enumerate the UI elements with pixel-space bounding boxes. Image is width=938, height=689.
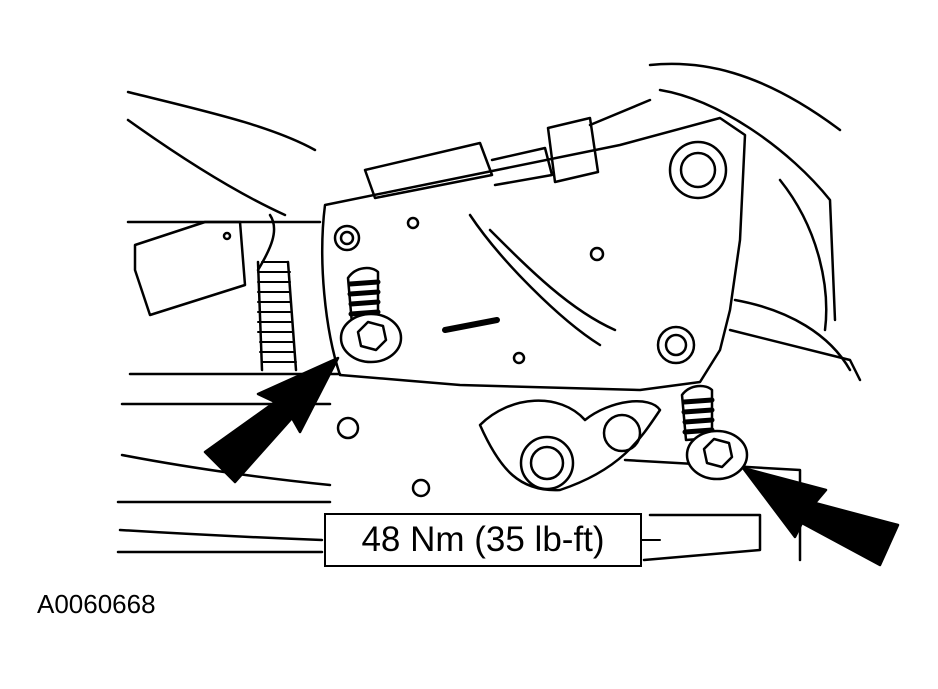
seat-frame-rails <box>116 62 862 562</box>
arrow-to-upper-bolt <box>203 356 340 484</box>
return-spring <box>256 213 298 372</box>
hinge-plate <box>321 116 747 392</box>
mounting-bracket <box>133 220 247 317</box>
torque-callout: 48 Nm (35 lb-ft) <box>324 513 642 567</box>
torque-value: 48 Nm (35 lb-ft) <box>361 520 605 559</box>
figure-id: A0060668 <box>37 589 156 619</box>
bolt-lower <box>680 384 749 481</box>
cable-housing <box>363 98 652 200</box>
bolt-upper <box>339 266 403 364</box>
arrow-to-lower-bolt <box>741 466 900 567</box>
recliner-mechanism <box>336 399 662 498</box>
